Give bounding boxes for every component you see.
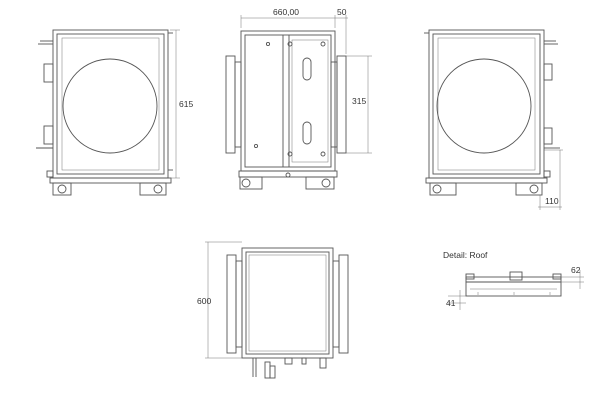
dimension-50: 50 bbox=[337, 7, 347, 17]
rear-view: 110 bbox=[424, 29, 563, 210]
side-view: 660,00 50 315 bbox=[225, 7, 372, 190]
dimension-600: 600 bbox=[197, 296, 211, 306]
dimension-110: 110 bbox=[545, 196, 559, 206]
dimension-660: 660,00 bbox=[273, 7, 299, 17]
roof-detail-label: Detail: Roof bbox=[443, 250, 488, 260]
roof-detail: Detail: Roof 62 41 bbox=[443, 250, 584, 310]
fan-opening-front bbox=[62, 58, 158, 154]
front-view: 615 bbox=[36, 29, 193, 196]
fan-opening-rear bbox=[436, 58, 532, 154]
dimension-315: 315 bbox=[352, 96, 366, 106]
dimension-41: 41 bbox=[446, 298, 456, 308]
dimension-62: 62 bbox=[571, 265, 581, 275]
dimension-615: 615 bbox=[179, 99, 193, 109]
top-view: 600 bbox=[197, 241, 349, 379]
